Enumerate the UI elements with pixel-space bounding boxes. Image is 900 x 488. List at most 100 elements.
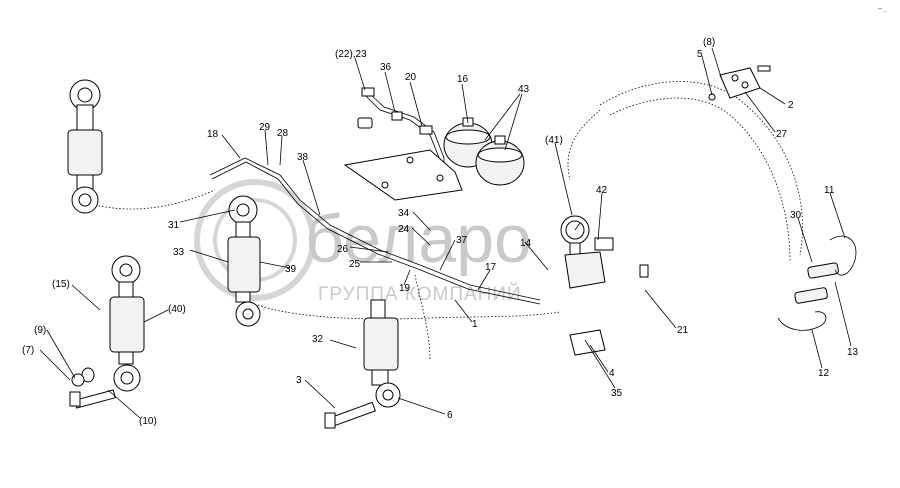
leader-13 xyxy=(834,281,852,347)
callout-27: 27 xyxy=(776,129,788,140)
cylinder-barrel xyxy=(363,317,399,371)
cylinder-eye-bottom-hole xyxy=(242,308,254,320)
accumulator-top xyxy=(477,147,523,163)
leader-33 xyxy=(189,249,229,263)
watermark-subtitle: ГРУППА КОМПАНИЙ xyxy=(318,283,522,305)
leader-11 xyxy=(829,192,846,239)
callout-16: 16 xyxy=(457,74,469,85)
callout-37: 37 xyxy=(456,235,468,246)
cylinder-base xyxy=(118,351,134,365)
callout-8: (8) xyxy=(703,37,715,48)
callout-38: 38 xyxy=(297,152,309,163)
callout-3: 3 xyxy=(296,375,302,386)
clamp-hole-1 xyxy=(731,74,739,82)
cylinder-40 xyxy=(109,255,145,392)
callout-12: 12 xyxy=(818,368,830,379)
leader-26 xyxy=(349,246,389,253)
callout-18: 18 xyxy=(207,129,219,140)
leader-41 xyxy=(554,142,573,216)
bolt-3-head xyxy=(324,412,336,429)
leader-15 xyxy=(71,284,101,311)
callout-41: (41) xyxy=(545,135,563,146)
bracket-hole-3 xyxy=(381,181,389,189)
callout-32: 32 xyxy=(312,334,324,345)
hose-lines xyxy=(94,81,803,361)
callout-6: 6 xyxy=(447,410,453,421)
leader-lines xyxy=(39,47,852,419)
callout-34: 34 xyxy=(398,208,410,219)
tube-main-edge xyxy=(211,161,541,305)
leader-35 xyxy=(584,339,616,389)
coupler-13 xyxy=(807,262,839,279)
leader-43-a xyxy=(484,93,521,141)
hose-cylinder-lower xyxy=(414,274,431,361)
bracket-plate xyxy=(343,149,463,201)
tube-main xyxy=(209,157,541,301)
callout-13: 13 xyxy=(847,347,859,358)
leader-4 xyxy=(589,344,609,373)
clamp-bolt-2 xyxy=(757,65,771,72)
callout-30: 30 xyxy=(790,210,802,221)
cylinder-rod xyxy=(76,104,94,131)
callout-17: 17 xyxy=(485,262,497,273)
cylinder-barrel xyxy=(109,296,145,353)
leader-42 xyxy=(597,192,603,241)
leader-1 xyxy=(454,299,473,323)
callout-35: 35 xyxy=(611,388,623,399)
cap-strap-12 xyxy=(777,311,827,331)
leader-17 xyxy=(477,269,491,291)
hose-right-inner xyxy=(609,97,791,263)
leader-22-23 xyxy=(354,57,366,91)
callout-39: 39 xyxy=(285,264,297,275)
leader-3 xyxy=(304,379,336,409)
accumulator-top xyxy=(445,129,491,145)
bracket-hole-2 xyxy=(436,174,444,182)
callout-42: 42 xyxy=(596,185,608,196)
leader-10 xyxy=(107,389,141,419)
leader-18 xyxy=(221,134,241,159)
cylinder-base xyxy=(371,369,389,386)
leader-6 xyxy=(397,397,446,415)
callout-19: 19 xyxy=(399,283,411,294)
coupler-30-cap-12 xyxy=(777,287,828,331)
leader-31 xyxy=(179,209,236,223)
cylinder-rod xyxy=(370,299,386,319)
corner-mark: "" ... xyxy=(878,8,887,14)
leader-8 xyxy=(711,47,723,81)
leader-40 xyxy=(143,309,169,323)
leader-16 xyxy=(461,83,469,124)
leader-36 xyxy=(384,71,396,113)
fitting-elbow xyxy=(357,117,373,129)
callout-5: 5 xyxy=(697,49,703,60)
coupler-30 xyxy=(794,287,828,304)
callout-24: 24 xyxy=(398,224,410,235)
callout-43: 43 xyxy=(518,84,530,95)
clamp-hole-2 xyxy=(741,81,749,89)
leader-43-b xyxy=(504,93,523,151)
leader-21 xyxy=(644,289,677,329)
leader-28 xyxy=(279,135,283,166)
cylinder-rod xyxy=(118,281,134,298)
fitting-23 xyxy=(361,87,375,97)
accumulator-port xyxy=(494,135,506,145)
bracket-hole-1 xyxy=(406,156,414,164)
bolt-head xyxy=(69,391,81,407)
leader-27 xyxy=(744,91,776,133)
leader-34 xyxy=(412,211,431,231)
accumulator-bracket xyxy=(343,149,463,201)
bolt-3 xyxy=(324,401,376,429)
leader-19 xyxy=(403,269,411,286)
hose-right-outer xyxy=(599,81,803,256)
callout-28: 28 xyxy=(277,128,289,139)
leader-32 xyxy=(329,339,357,349)
bolt-10 xyxy=(74,389,116,409)
cylinder-eye-hole xyxy=(236,203,250,217)
nut-7 xyxy=(71,373,85,387)
callout-26: 26 xyxy=(337,244,349,255)
fitting-36 xyxy=(391,111,403,121)
callout-10: (10) xyxy=(139,416,157,427)
leader-12 xyxy=(811,329,823,369)
watermark-brand: беларо xyxy=(305,201,532,277)
